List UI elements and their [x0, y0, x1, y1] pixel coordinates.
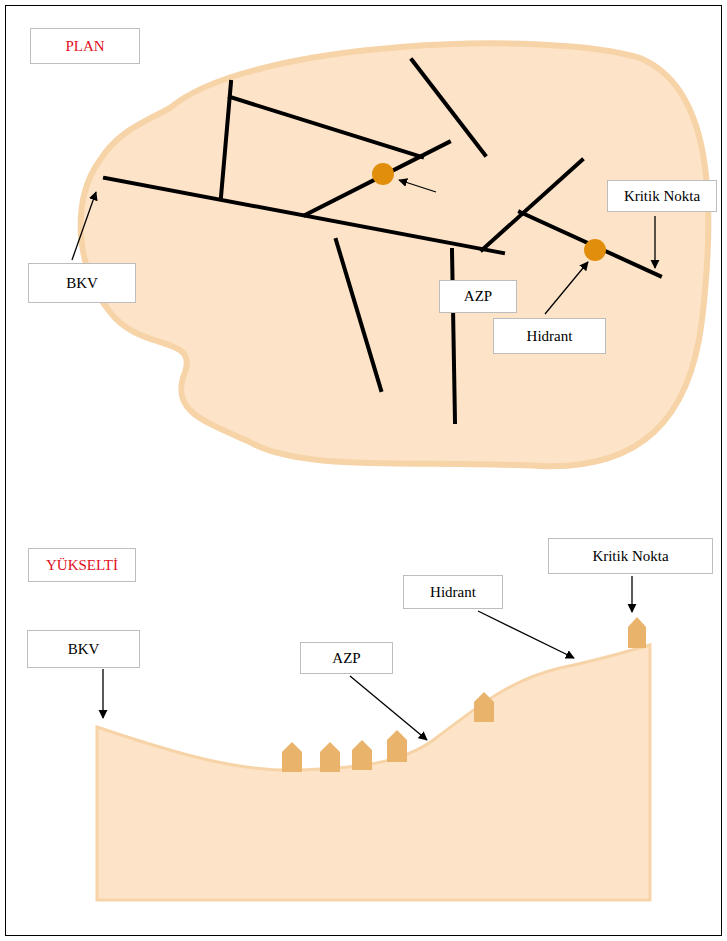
outer-frame — [6, 6, 722, 936]
callout-box: Kritik Nokta — [607, 180, 717, 212]
callout-label: BKV — [66, 275, 98, 292]
callout-box: BKV — [27, 630, 140, 668]
callout-box: Hidrant — [493, 318, 606, 354]
callout-box: YÜKSELTİ — [28, 548, 136, 582]
hydrant-point — [584, 239, 606, 261]
callout-box: AZP — [300, 642, 393, 674]
pipe-network — [105, 60, 660, 422]
azp-point — [372, 163, 394, 185]
callout-label: BKV — [68, 641, 100, 658]
callout-box: Hidrant — [403, 575, 503, 609]
callout-label: Kritik Nokta — [624, 188, 700, 205]
terrain-profile — [97, 645, 650, 900]
callout-label: PLAN — [65, 38, 104, 55]
plan-region — [81, 43, 709, 466]
houses — [282, 617, 646, 772]
callout-label: Kritik Nokta — [592, 548, 668, 565]
callout-label: AZP — [464, 288, 492, 305]
callout-label: AZP — [332, 650, 360, 667]
callout-box: AZP — [439, 280, 517, 313]
callout-label: YÜKSELTİ — [46, 557, 118, 574]
callout-box: Kritik Nokta — [548, 538, 713, 574]
leader-lines — [72, 180, 655, 740]
callout-label: Hidrant — [430, 584, 476, 601]
callout-label: Hidrant — [527, 328, 573, 345]
callout-box: BKV — [28, 263, 136, 303]
callout-box: PLAN — [30, 28, 140, 64]
